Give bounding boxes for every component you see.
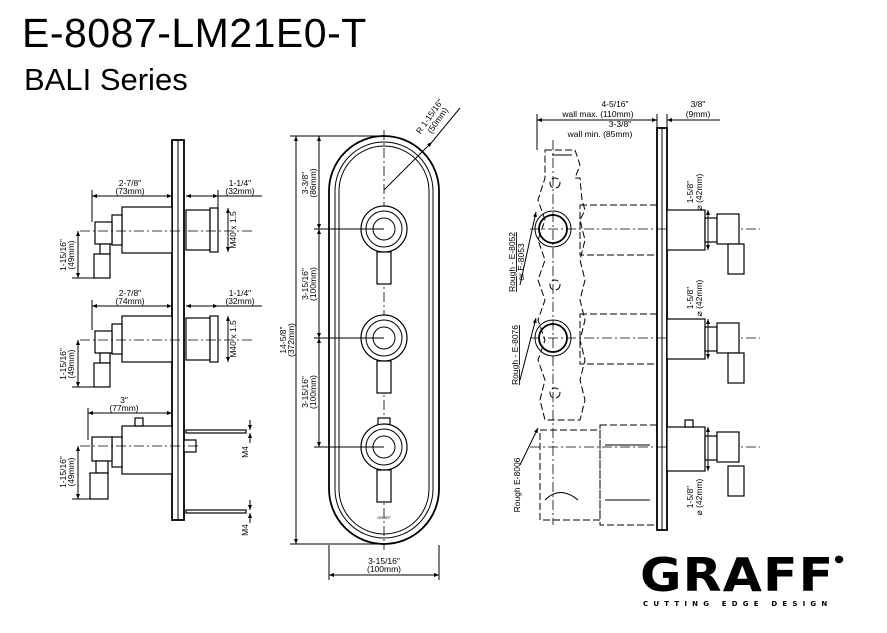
plate-mm: (9mm): [686, 109, 711, 119]
rough-handles: [666, 209, 745, 497]
brand-tagline: CUTTING EDGE DESIGN: [643, 600, 833, 608]
valve3-offset-in: 1-15/16": [58, 456, 68, 488]
dia1-mm: ⌀ (42mm): [694, 173, 704, 210]
spacing2-in: 3-15/16": [300, 376, 310, 408]
spacing1-in: 3-15/16": [300, 268, 310, 300]
valve3-offset-mm: (49mm): [66, 457, 76, 486]
width-mm: (100mm): [367, 564, 401, 574]
valve2-proj-in: 1-1/4": [229, 288, 251, 298]
wall-min-in: 3-3/8": [609, 119, 631, 129]
valve3-depth-in: 3": [120, 395, 128, 405]
wall-max-in: 4-5/16": [601, 99, 628, 109]
rough-label-e8076: Rough - E-8076: [510, 325, 520, 385]
height-mm: (372mm): [286, 323, 296, 357]
screw-bottom-label: M4: [240, 524, 250, 536]
side-dimension-labels: 2-7/8" (73mm) 1-1/4" (32mm) M40 x 1.5 1-…: [58, 178, 255, 536]
series-title: BALI Series: [24, 62, 188, 97]
brand-name: GRAFF: [640, 548, 835, 602]
rough-valve-body: [530, 140, 760, 526]
valve-1-side: [80, 206, 255, 279]
handle-1-front: [360, 205, 408, 285]
valve1-offset-in: 1-15/16": [58, 239, 68, 271]
valve2-offset-mm: (49mm): [66, 349, 76, 378]
side-view: 2-7/8" (73mm) 1-1/4" (32mm) M40 x 1.5 1-…: [58, 139, 262, 536]
wall-max-label: wall max. (110mm): [561, 109, 633, 119]
valve-3-side: [80, 417, 247, 514]
width-in: 3-15/16": [368, 556, 400, 566]
wall-min-label: wall min. (85mm): [567, 129, 633, 139]
rough-in-view: 4-5/16" wall max. (110mm) 3-3/8" wall mi…: [507, 99, 760, 531]
height-in: 14-5/8": [278, 326, 288, 353]
dia3-mm: ⌀ (42mm): [694, 478, 704, 515]
valve-2-side: [80, 315, 255, 388]
valve1-proj-in: 1-1/4": [229, 178, 251, 188]
valve2-depth-mm: (74mm): [115, 296, 144, 306]
valve2-thread: M40 x 1.5: [228, 320, 238, 358]
rough-label-e8006: Rough E-8006: [512, 457, 522, 512]
spacing1-mm: (100mm): [308, 267, 318, 301]
rough-dimension-labels: 4-5/16" wall max. (110mm) 3-3/8" wall mi…: [507, 99, 710, 515]
rough-label-e8053: or E-8053: [516, 243, 526, 281]
screw-top-label: M4: [240, 446, 250, 458]
dia3-in: 1-5/8": [685, 486, 695, 508]
dia2-mm: ⌀ (42mm): [694, 279, 704, 316]
side-dimensions: [72, 190, 262, 523]
graff-logo: GRAFF●: [640, 548, 845, 602]
valve1-depth-mm: (73mm): [115, 186, 144, 196]
front-view: GRAFF 14-5/8" (372mm) 3-3/8" (86mm) 3-15…: [278, 97, 461, 580]
dia1-in: 1-5/8": [685, 181, 695, 203]
front-dimensions: [290, 107, 461, 580]
rough-label-e8052: Rough - E-8052: [507, 232, 517, 292]
valve2-offset-in: 1-15/16": [58, 348, 68, 380]
valve2-proj-mm: (32mm): [225, 296, 254, 306]
valve1-offset-mm: (49mm): [66, 240, 76, 269]
handle-3-front: [360, 417, 408, 503]
rough-dimensions: [519, 114, 720, 471]
valve2-depth-in: 2-7/8": [119, 288, 141, 298]
model-title: E-8087-LM21E0-T: [22, 10, 367, 56]
valve3-depth-mm: (77mm): [109, 403, 138, 413]
valve1-thread: M40 x 1.5: [228, 211, 238, 249]
registered-mark: ●: [834, 554, 845, 565]
spacing2-mm: (100mm): [308, 375, 318, 409]
front-dimension-labels: 14-5/8" (372mm) 3-3/8" (86mm) 3-15/16" (…: [278, 97, 450, 574]
top-in: 3-3/8": [300, 172, 310, 194]
dia2-in: 1-5/8": [685, 287, 695, 309]
plate-in: 3/8": [691, 99, 706, 109]
handle-2-front: [360, 314, 408, 394]
top-mm: (86mm): [308, 168, 318, 197]
valve1-proj-mm: (32mm): [225, 186, 254, 196]
plate-logo-mark: GRAFF: [377, 515, 391, 520]
valve1-depth-in: 2-7/8": [119, 178, 141, 188]
